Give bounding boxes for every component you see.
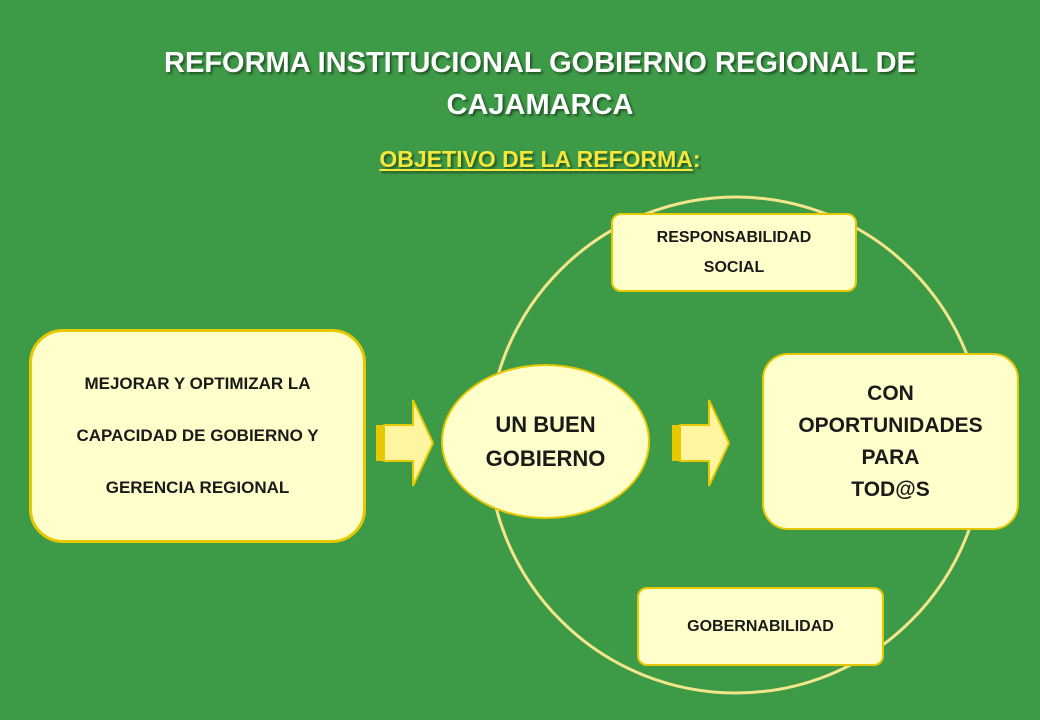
social-responsibility-box: RESPONSABILIDAD SOCIAL (611, 213, 857, 292)
governability-box: GOBERNABILIDAD (637, 587, 884, 666)
subtitle-colon: : (692, 146, 701, 172)
slide-title: REFORMA INSTITUCIONAL GOBIERNO REGIONAL … (164, 47, 916, 121)
slide-subtitle: OBJETIVO DE LA REFORMA: (0, 146, 1040, 173)
right-arrow-icon (376, 399, 435, 487)
opportunities-box: CON OPORTUNIDADES PARA TOD@S (762, 353, 1019, 530)
right-arrow-icon (672, 399, 731, 487)
objective-line-1: MEJORAR Y OPTIMIZAR LA (84, 374, 311, 393)
objective-line-2: CAPACIDAD DE GOBIERNO Y (76, 426, 319, 445)
subtitle-text: OBJETIVO DE LA REFORMA (379, 146, 693, 172)
good-government-ellipse: UN BUEN GOBIERNO (441, 364, 650, 519)
objective-line-3: GERENCIA REGIONAL (105, 478, 290, 497)
objective-box: MEJORAR Y OPTIMIZAR LA CAPACIDAD DE GOBI… (29, 329, 366, 543)
